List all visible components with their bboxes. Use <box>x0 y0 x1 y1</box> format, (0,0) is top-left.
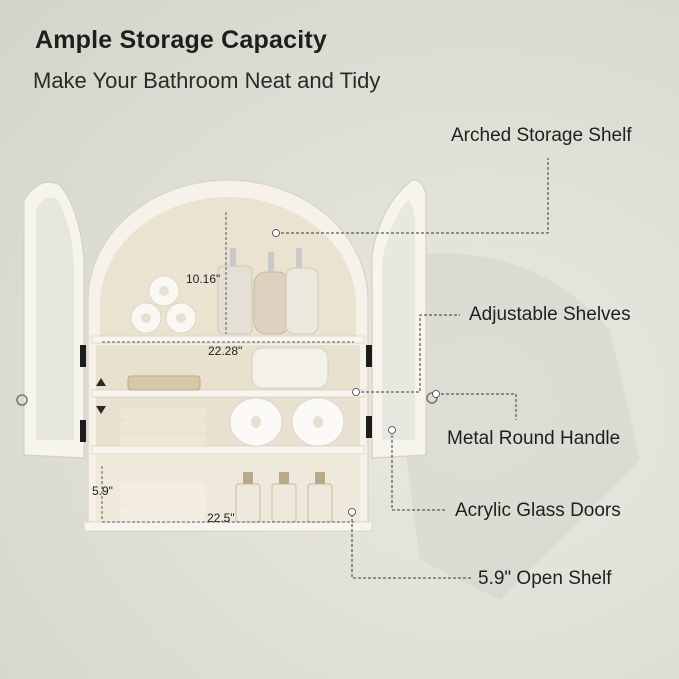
round-handle-icon <box>426 392 438 404</box>
dimension-open-height: 5.9" <box>92 484 113 498</box>
callout-dots <box>272 229 440 516</box>
round-handle-icon <box>16 394 28 406</box>
callout-metal-handle: Metal Round Handle <box>447 428 621 449</box>
dimension-arch-height: 10.16" <box>186 272 221 286</box>
callout-arched-shelf: Arched Storage Shelf <box>451 125 632 146</box>
callout-adjustable-shelves: Adjustable Shelves <box>469 304 631 325</box>
dimension-open-width: 22.5" <box>207 511 235 525</box>
page-subtitle: Make Your Bathroom Neat and Tidy <box>33 68 381 93</box>
page-title: Ample Storage Capacity <box>35 26 327 54</box>
arrow-down-icon <box>96 406 106 414</box>
arch-contents <box>102 212 354 343</box>
callout-acrylic-doors: Acrylic Glass Doors <box>455 500 621 521</box>
middle-contents <box>96 347 345 447</box>
left-door <box>16 181 86 459</box>
shelf-2 <box>91 389 365 398</box>
hinge-icon <box>80 345 86 367</box>
shelf-1 <box>91 335 365 344</box>
arrow-up-icon <box>96 378 106 386</box>
hinge-icon <box>366 345 372 367</box>
leader-lines <box>276 158 549 579</box>
dimension-shelf-width: 22.28" <box>208 344 243 358</box>
hinge-icon <box>80 420 86 442</box>
hinge-icon <box>366 416 372 438</box>
open-shelf-contents <box>101 466 354 523</box>
right-door <box>366 179 438 459</box>
callout-open-shelf: 5.9" Open Shelf <box>478 568 612 589</box>
wall-shadow <box>380 253 640 601</box>
shelf-3 <box>91 445 365 455</box>
